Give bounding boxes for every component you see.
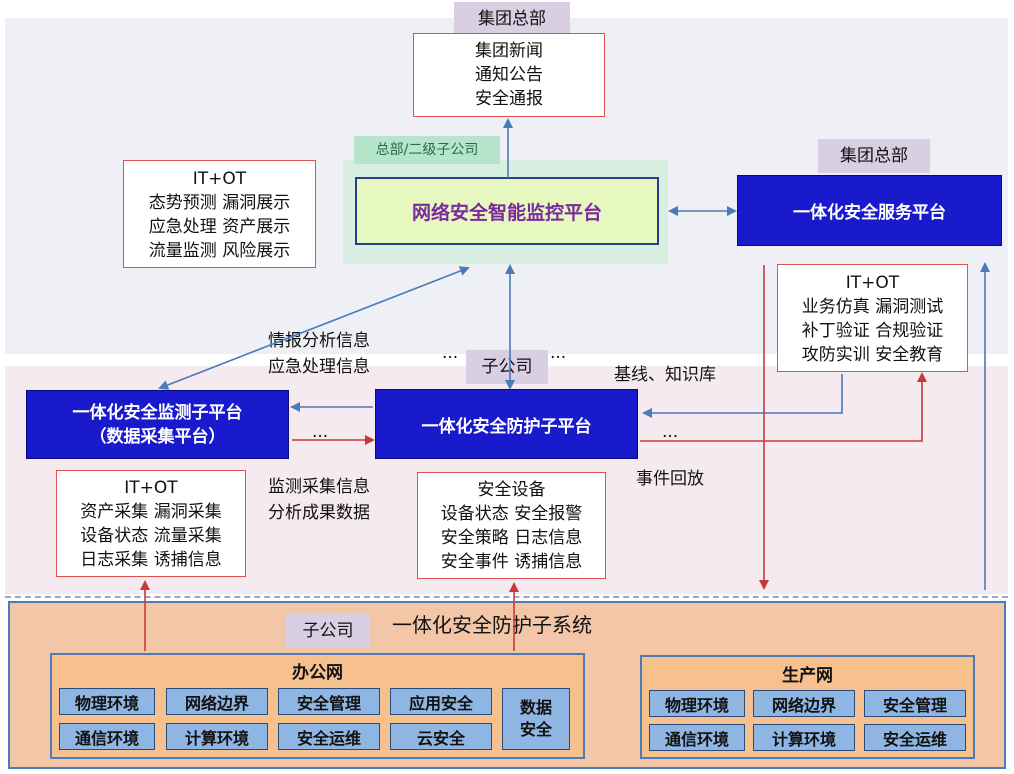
hq-info-line: 安全通报 (475, 89, 543, 109)
chip-communication: 通信环境 (649, 724, 745, 751)
info-line: 设备状态 流量采集 (80, 526, 222, 546)
chip-network-boundary: 网络边界 (753, 690, 855, 717)
production-network-panel: 生产网 物理环境 网络边界 安全管理 通信环境 计算环境 安全运维 (640, 655, 975, 759)
info-line: 安全事件 诱捕信息 (440, 552, 583, 572)
info-line: 资产采集 漏洞采集 (80, 502, 222, 522)
zone-divider (5, 596, 1008, 598)
collect-label: 分析成果数据 (268, 503, 370, 523)
info-line: 攻防实训 安全教育 (801, 345, 944, 365)
info-line: 安全设备 (477, 480, 546, 500)
protection-subsystem-title: 一体化安全防护子系统 (392, 613, 592, 637)
arrow-event-to-service (640, 372, 927, 442)
chip-security-ops: 安全运维 (278, 723, 380, 750)
hq-tag-service: 集团总部 (818, 139, 930, 173)
chip-cloud-security: 云安全 (390, 723, 492, 750)
info-line: 态势预测 漏洞展示 (148, 193, 291, 213)
office-network-panel: 办公网 物理环境 网络边界 安全管理 应用安全 通信环境 计算环境 安全运维 云… (50, 653, 585, 759)
hq-subsidiary-tag: 总部/二级子公司 (354, 136, 500, 164)
monitor-platform-sub: （数据采集平台） (89, 426, 226, 447)
production-network-title: 生产网 (782, 666, 833, 686)
ellipsis-dots-right: ··· (662, 427, 679, 447)
chip-physical: 物理环境 (59, 688, 155, 715)
situation-info-box: IT+OT 态势预测 漏洞展示 应急处理 资产展示 流量监测 风险展示 (123, 160, 316, 268)
info-line: 应急处理 资产展示 (148, 217, 291, 237)
event-replay-label: 事件回放 (636, 469, 704, 489)
info-line: IT+OT (192, 169, 247, 189)
security-service-platform: 一体化安全服务平台 (737, 175, 1002, 246)
chip-network-boundary: 网络边界 (166, 688, 268, 715)
chip-computing: 计算环境 (753, 724, 855, 751)
info-line: 设备状态 安全报警 (440, 504, 583, 524)
chip-security-ops: 安全运维 (864, 724, 966, 751)
collection-info-box: IT+OT 资产采集 漏洞采集 设备状态 流量采集 日志采集 诱捕信息 (56, 470, 246, 577)
monitor-platform-name: 一体化安全监测子平台 (72, 402, 243, 423)
chip-security-management: 安全管理 (864, 690, 966, 717)
ellipsis-dots-left: ··· (312, 427, 329, 447)
chip-application-security: 应用安全 (390, 688, 492, 715)
arrow-monitor-platform (158, 266, 470, 390)
chip-data-security: 数据 安全 (502, 688, 570, 750)
chip-data-line: 数据 (519, 698, 552, 717)
chip-communication: 通信环境 (59, 723, 155, 750)
hq-info-line: 集团新闻 (475, 41, 543, 61)
hq-info-line: 通知公告 (475, 65, 543, 85)
subsidiary-tag-mid: 子公司 (466, 350, 548, 384)
chip-computing: 计算环境 (166, 723, 268, 750)
security-protection-subplatform: 一体化安全防护子平台 (375, 389, 638, 459)
baseline-label: 基线、知识库 (614, 365, 716, 385)
chip-physical: 物理环境 (649, 690, 745, 717)
hq-info-box: 集团新闻 通知公告 安全通报 (413, 33, 605, 117)
security-monitoring-subplatform: 一体化安全监测子平台 （数据采集平台） (26, 390, 289, 459)
collect-labels: 监测采集信息 分析成果数据 (268, 474, 398, 526)
chip-data-line: 安全 (519, 720, 552, 739)
info-line: IT+OT (845, 273, 900, 293)
service-info-box: IT+OT 业务仿真 漏洞测试 补丁验证 合规验证 攻防实训 安全教育 (777, 264, 968, 372)
chip-security-management: 安全管理 (278, 688, 380, 715)
device-info-box: 安全设备 设备状态 安全报警 安全策略 日志信息 安全事件 诱捕信息 (417, 472, 606, 579)
info-line: 日志采集 诱捕信息 (80, 550, 222, 570)
ellipsis-right: ... (550, 343, 567, 363)
hq-tag-top: 集团总部 (454, 2, 570, 36)
info-line: IT+OT (124, 478, 178, 498)
office-network-title: 办公网 (292, 663, 343, 683)
info-line: 业务仿真 漏洞测试 (801, 297, 944, 317)
arrow-baseline-to-protect (642, 374, 843, 418)
collect-label: 监测采集信息 (268, 477, 370, 497)
info-line: 流量监测 风险展示 (148, 241, 291, 261)
subsidiary-tag-bottom: 子公司 (286, 614, 370, 648)
info-line: 补丁验证 合规验证 (801, 321, 944, 341)
info-line: 安全策略 日志信息 (440, 528, 583, 548)
security-monitoring-platform: 网络安全智能监控平台 (355, 177, 659, 245)
